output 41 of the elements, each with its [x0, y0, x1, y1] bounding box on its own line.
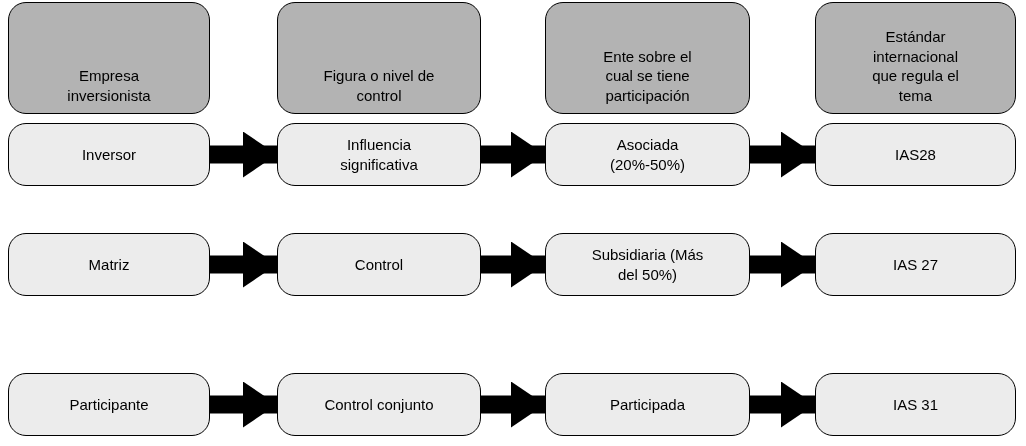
header-text: Ente sobre el cual se tiene participación	[602, 46, 693, 105]
process-box	[277, 373, 481, 436]
header-text: Estándar internacional que regula el tema	[871, 27, 960, 105]
process-box	[815, 123, 1016, 186]
box-text: IAS 27	[893, 254, 938, 275]
process-box	[545, 373, 750, 436]
header-box	[815, 2, 1016, 114]
box-text: IAS28	[895, 144, 936, 165]
box-text: Participada	[609, 394, 685, 415]
arrow	[481, 381, 545, 428]
box-text: IAS 31	[893, 394, 938, 415]
process-box	[8, 373, 210, 436]
header-box	[545, 2, 750, 114]
arrow	[210, 241, 277, 288]
arrow	[481, 131, 545, 178]
arrow	[750, 241, 815, 288]
process-box	[545, 123, 750, 186]
process-box	[815, 233, 1016, 296]
box-text: Participante	[69, 394, 149, 415]
box-text: Subsidiaria (Más del 50%)	[590, 245, 705, 284]
header-box	[8, 2, 210, 114]
box-text: Control	[354, 254, 404, 275]
header-box	[277, 2, 481, 114]
process-box	[277, 123, 481, 186]
box-text: Asociada (20%-50%)	[609, 135, 686, 174]
box-text: Matriz	[88, 254, 130, 275]
header-text: Figura o nivel de control	[323, 66, 435, 105]
arrow	[750, 381, 815, 428]
arrow	[481, 241, 545, 288]
process-box	[545, 233, 750, 296]
box-text: Control conjunto	[324, 394, 434, 415]
arrow	[210, 131, 277, 178]
process-box	[277, 233, 481, 296]
process-box	[8, 233, 210, 296]
process-box	[815, 373, 1016, 436]
box-text: Inversor	[81, 144, 137, 165]
header-text: Empresa inversionista	[66, 66, 152, 105]
arrow	[750, 131, 815, 178]
process-box	[8, 123, 210, 186]
arrow	[210, 381, 277, 428]
box-text: Influencia significativa	[339, 135, 419, 174]
